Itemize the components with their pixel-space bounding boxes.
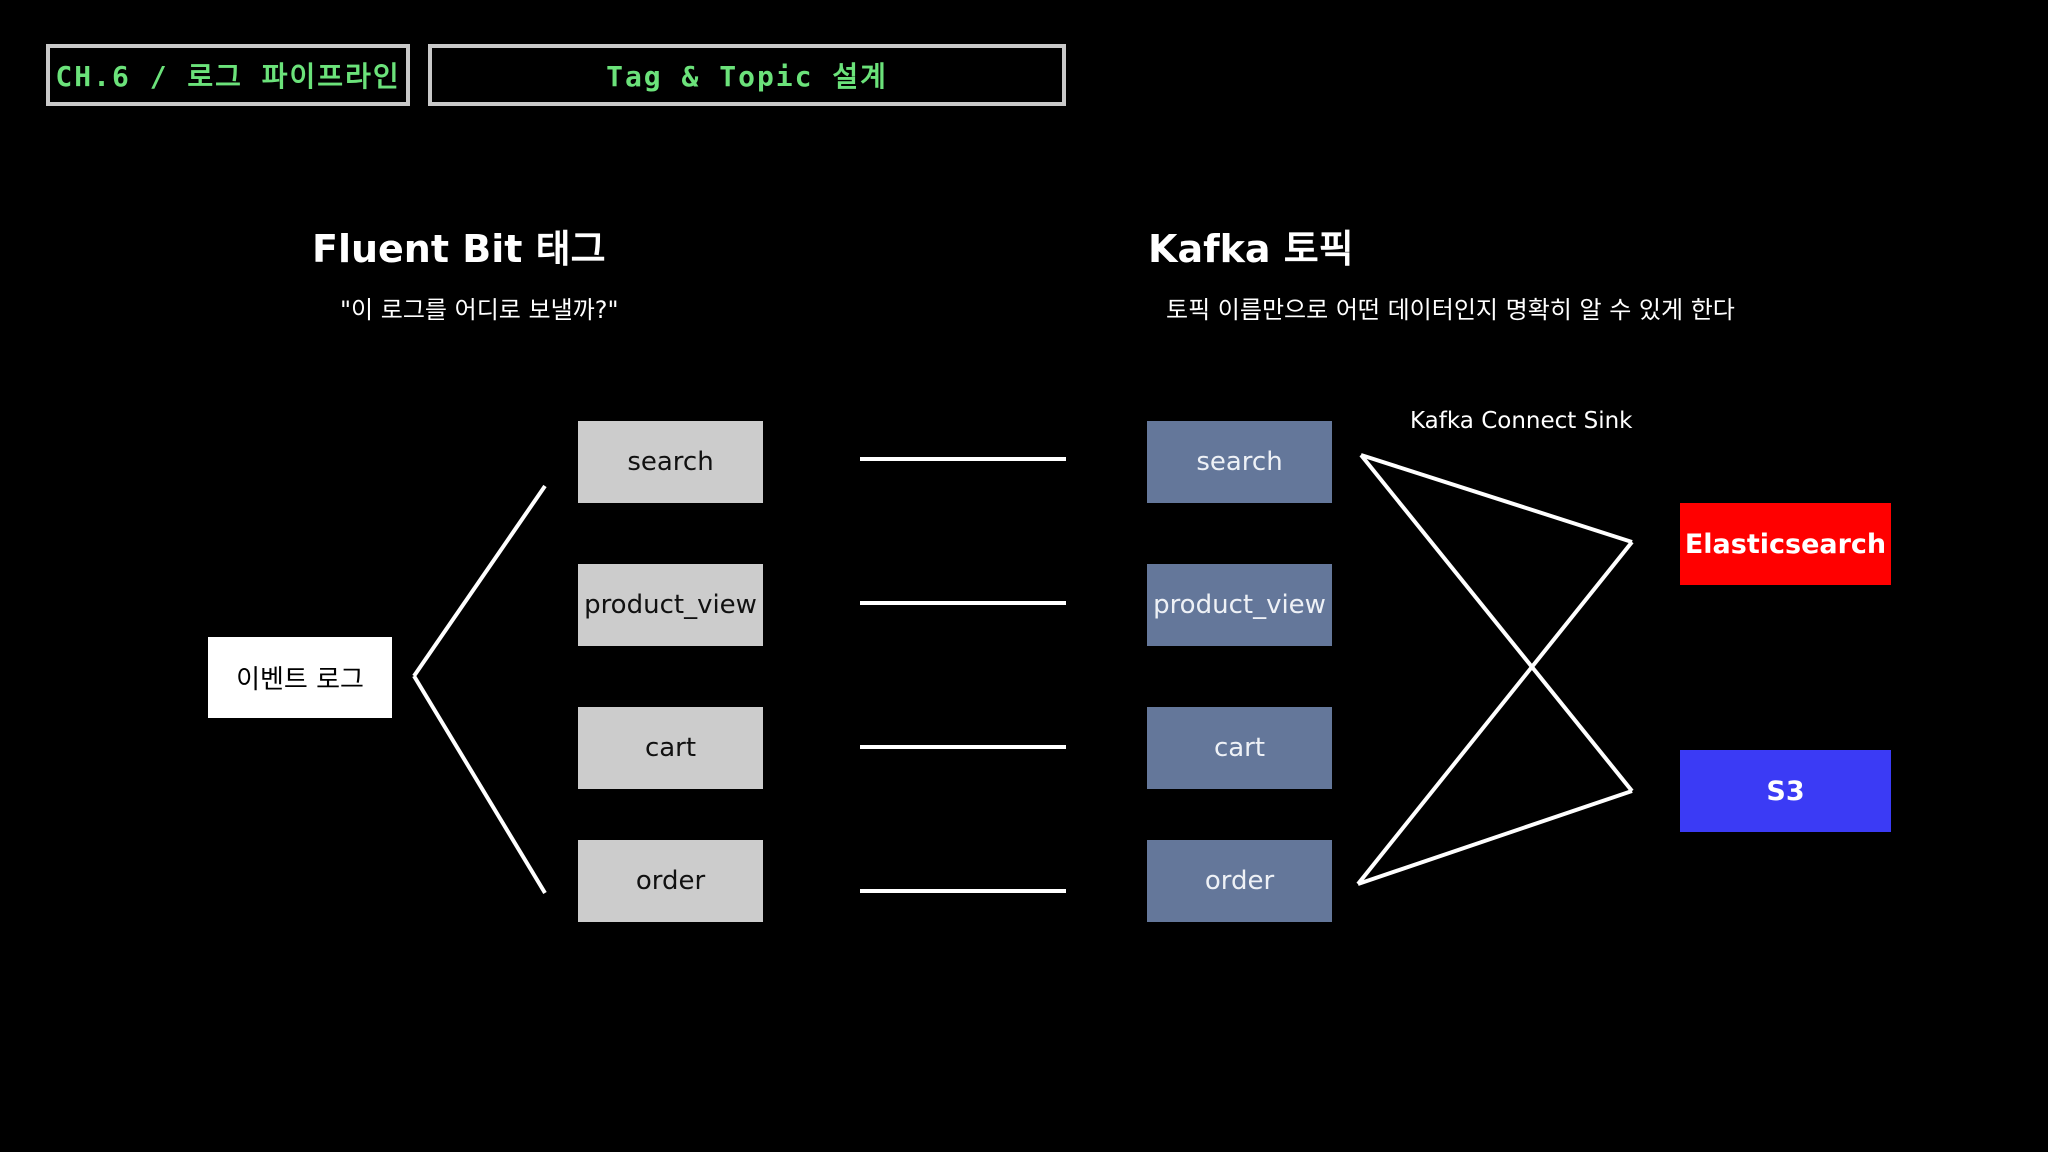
elasticsearch-box: Elasticsearch xyxy=(1680,503,1891,585)
fluent-bit-subtitle: "이 로그를 어디로 보낼까?" xyxy=(340,296,619,324)
topic-cart-box: cart xyxy=(1147,707,1332,789)
tag-search-box: search xyxy=(578,421,763,503)
sink-line-2 xyxy=(1359,453,1634,793)
sink-line-4 xyxy=(1357,789,1633,886)
event-log-box: 이벤트 로그 xyxy=(208,637,392,718)
sink-line-1 xyxy=(1360,453,1633,544)
topic-search-box: search xyxy=(1147,421,1332,503)
sink-line-3 xyxy=(1356,540,1634,886)
topic-product-view-box: product_view xyxy=(1147,564,1332,646)
tag-order-box: order xyxy=(578,840,763,922)
fanout-line-top xyxy=(412,484,547,678)
tag-product-view-box: product_view xyxy=(578,564,763,646)
fanout-line-bottom xyxy=(412,674,547,895)
kafka-connect-sink-label: Kafka Connect Sink xyxy=(1410,408,1633,434)
chapter-badge: CH.6 / 로그 파이프라인 xyxy=(46,44,410,106)
topic-badge: Tag & Topic 설계 xyxy=(428,44,1066,106)
fluent-bit-heading: Fluent Bit 태그 xyxy=(312,227,606,271)
topic-order-box: order xyxy=(1147,840,1332,922)
s3-box: S3 xyxy=(1680,750,1891,832)
kafka-heading: Kafka 토픽 xyxy=(1148,227,1354,271)
kafka-subtitle: 토픽 이름만으로 어떤 데이터인지 명확히 알 수 있게 한다 xyxy=(1166,296,1735,324)
tag-cart-box: cart xyxy=(578,707,763,789)
